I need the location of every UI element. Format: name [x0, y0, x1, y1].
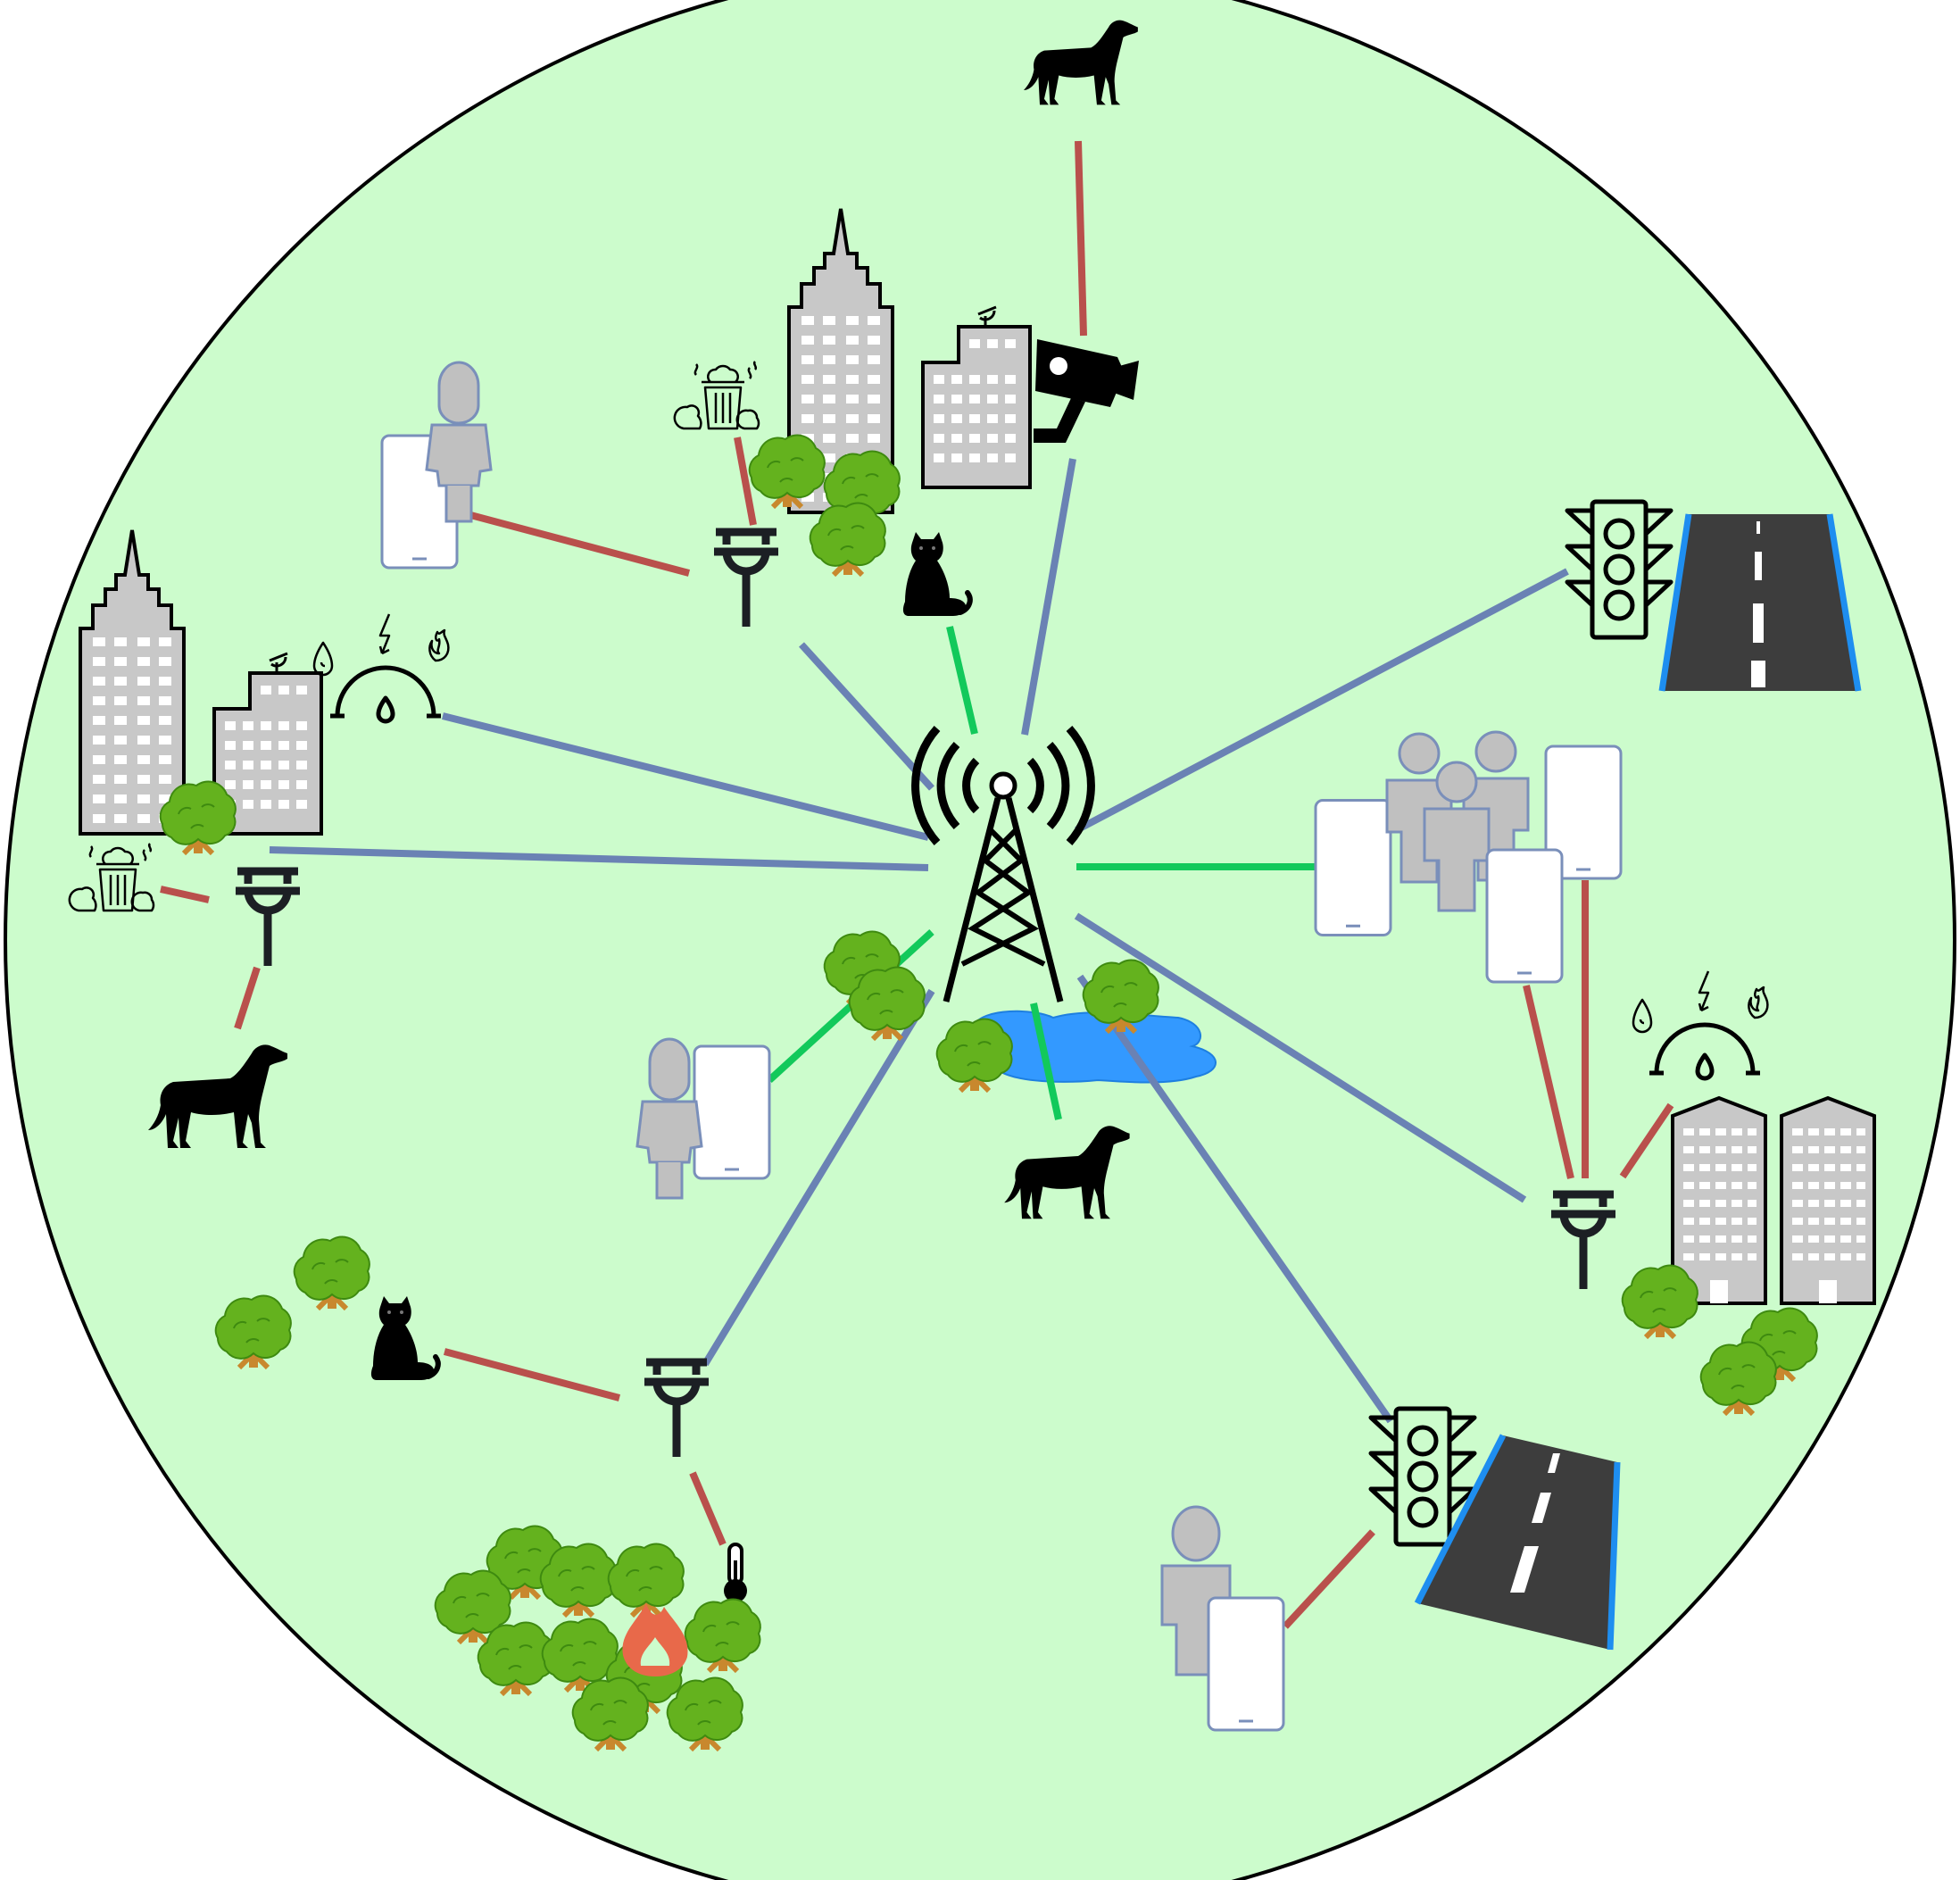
local-link [734, 437, 757, 526]
local-link [1283, 1529, 1375, 1629]
fire-icon [622, 1603, 688, 1676]
coverage-area-circle [4, 0, 1956, 1880]
backhaul-link [1076, 974, 1394, 1424]
cctv-camera-icon [1034, 339, 1139, 443]
road-icon [1414, 1434, 1621, 1651]
smartphone-icon [1485, 848, 1564, 984]
local-link [1523, 985, 1574, 1179]
local-link [459, 509, 691, 577]
smartphone-icon [1207, 1596, 1285, 1732]
backhaul-link [1075, 568, 1569, 834]
thermometer-icon [724, 1543, 747, 1602]
cellular-link [946, 626, 978, 735]
local-link [234, 966, 261, 1030]
backhaul-link [1021, 458, 1076, 736]
cell-tower-icon [911, 726, 1095, 1002]
road-icon [1658, 513, 1862, 692]
backhaul-link [799, 642, 934, 791]
cellular-link [1030, 1002, 1062, 1120]
backhaul-link [1074, 912, 1527, 1203]
backhaul-link [442, 712, 929, 841]
local-link [1075, 140, 1087, 337]
backhaul-link [269, 846, 929, 871]
backhaul-link [702, 988, 935, 1367]
smartphone-icon [693, 1044, 771, 1180]
tower-block-icon [1780, 1096, 1876, 1305]
smartphone-icon [1314, 798, 1392, 937]
local-link [1619, 1102, 1674, 1179]
local-link [443, 1348, 621, 1402]
network-links [160, 140, 1674, 1629]
local-link [160, 886, 210, 903]
local-link [689, 1471, 727, 1546]
